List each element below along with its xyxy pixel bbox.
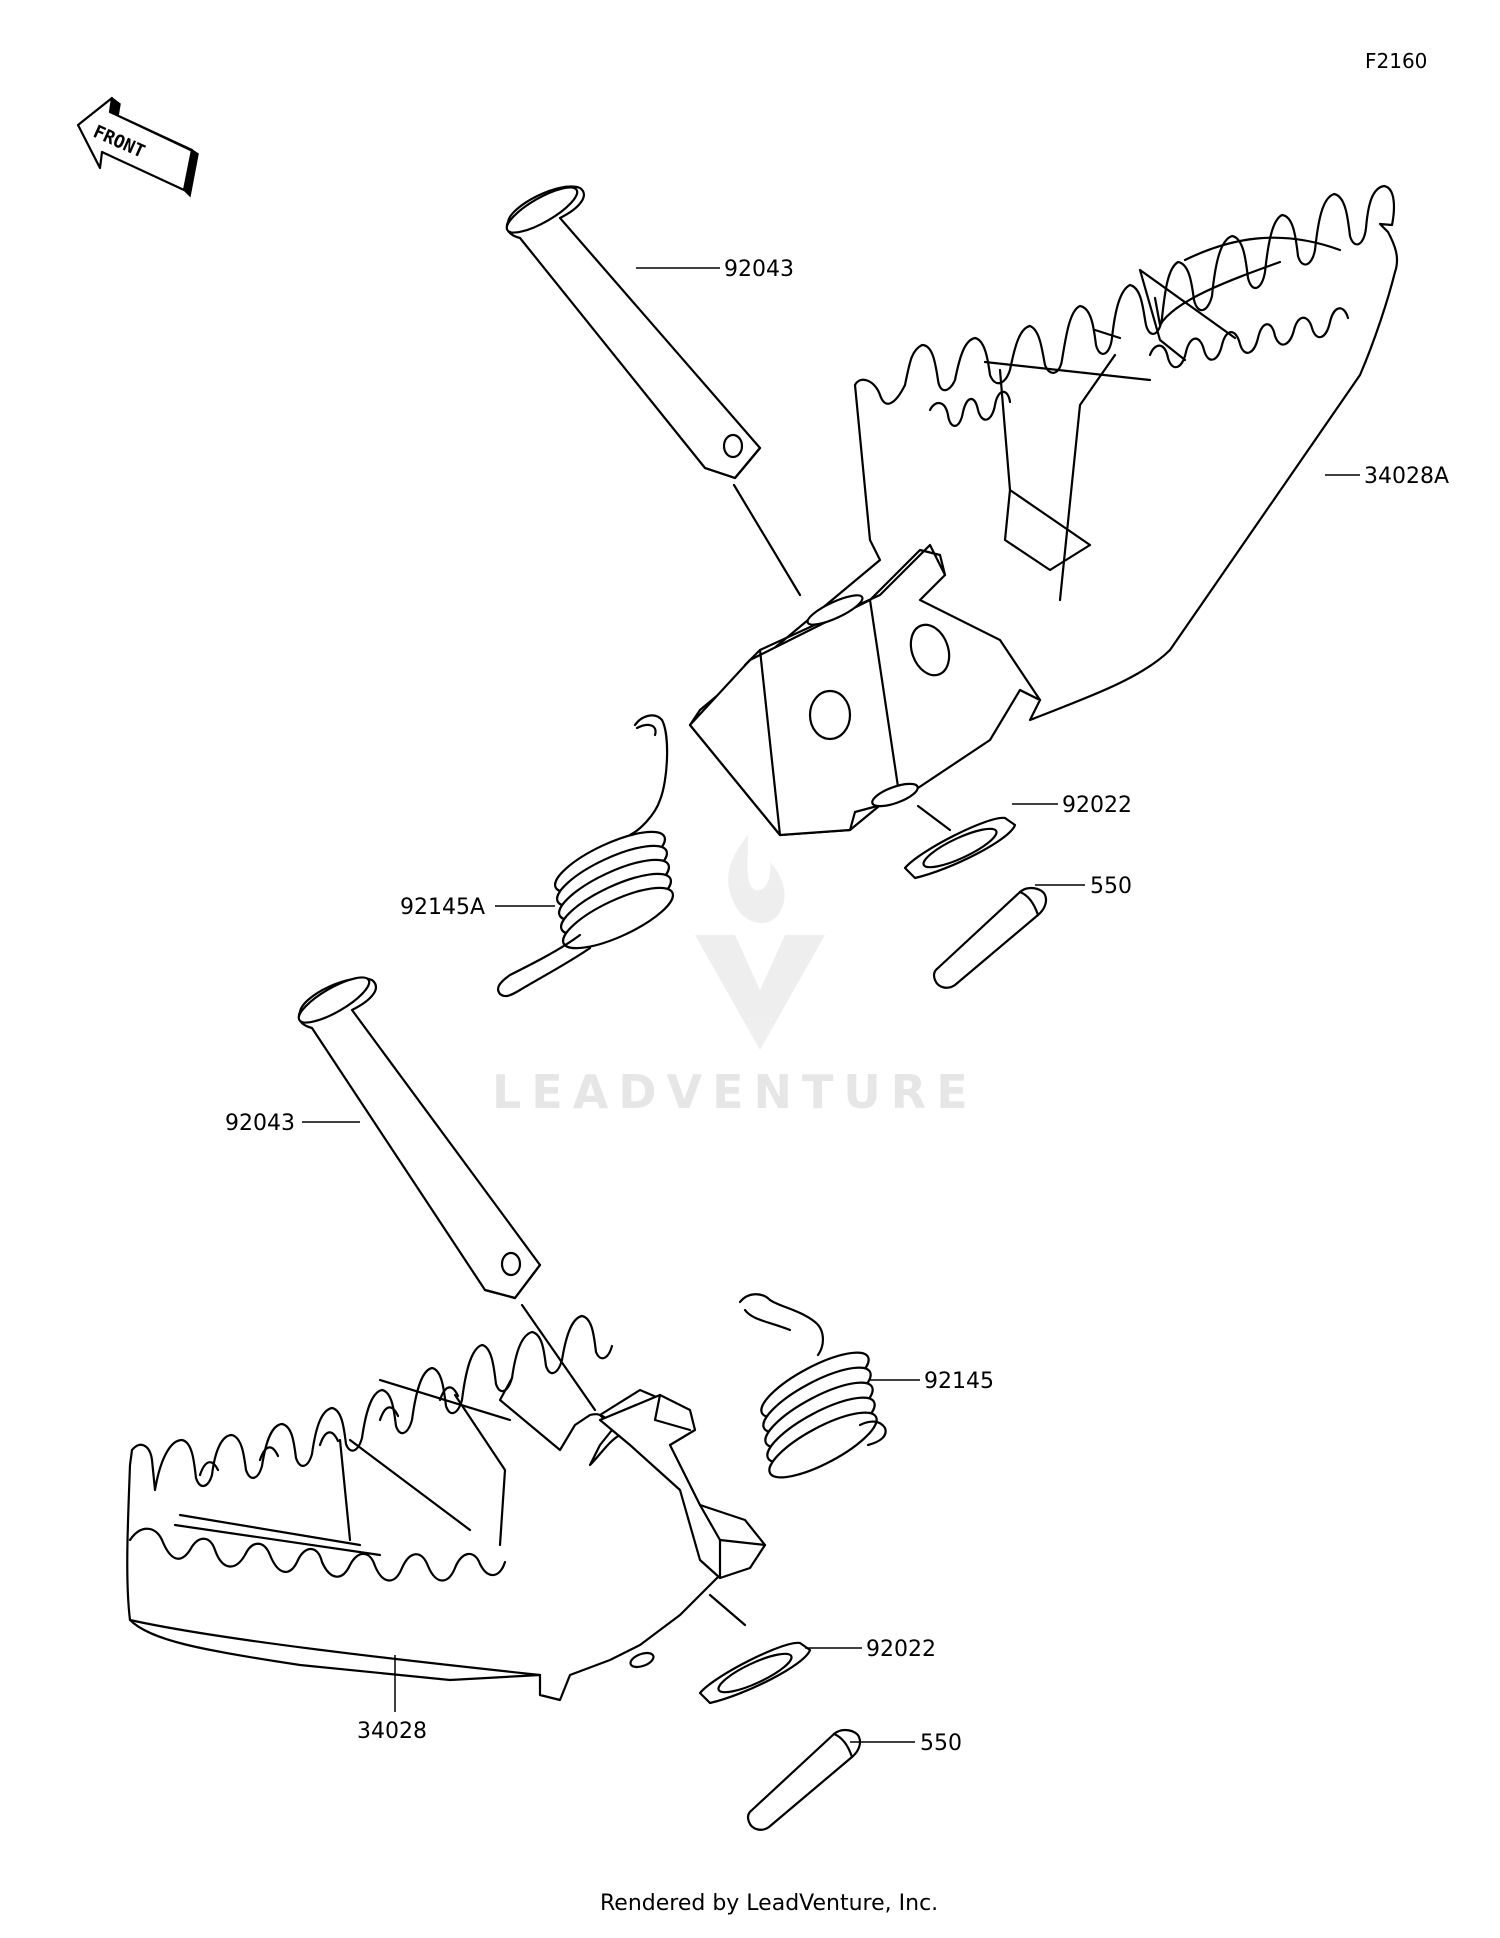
callout-spring-lower: 92145	[924, 1369, 994, 1394]
footpeg-right	[688, 184, 1399, 837]
callout-cotter-upper: 550	[1090, 874, 1132, 899]
pin-lower	[297, 976, 597, 1412]
cotter-pin-lower	[746, 1728, 862, 1831]
front-arrow-icon: FRONT	[76, 96, 199, 198]
callout-pin-lower: 92043	[225, 1111, 295, 1136]
pin-upper	[505, 185, 802, 597]
callout-washer-upper: 92022	[1062, 793, 1132, 818]
cotter-pin-upper	[932, 886, 1048, 989]
callout-washer-lower: 92022	[866, 1637, 936, 1662]
figure-code: F2160	[1365, 49, 1427, 73]
footpeg-left	[126, 1314, 767, 1702]
callout-pin-upper: 92043	[724, 257, 794, 282]
callout-cotter-lower: 550	[920, 1731, 962, 1756]
spring-upper	[496, 714, 675, 998]
washer-lower	[698, 1641, 812, 1705]
washer-upper	[903, 816, 1017, 880]
leader-lines	[302, 267, 1360, 1743]
footer-credit: Rendered by LeadVenture, Inc.	[600, 1891, 938, 1916]
callout-step-right: 34028A	[1364, 464, 1449, 489]
watermark-text: LEADVENTURE	[492, 1065, 978, 1119]
spring-lower	[738, 1293, 887, 1479]
watermark-logo-icon	[695, 835, 825, 1050]
callout-spring-upper: 92145A	[400, 895, 485, 920]
callout-step-left: 34028	[357, 1719, 427, 1744]
